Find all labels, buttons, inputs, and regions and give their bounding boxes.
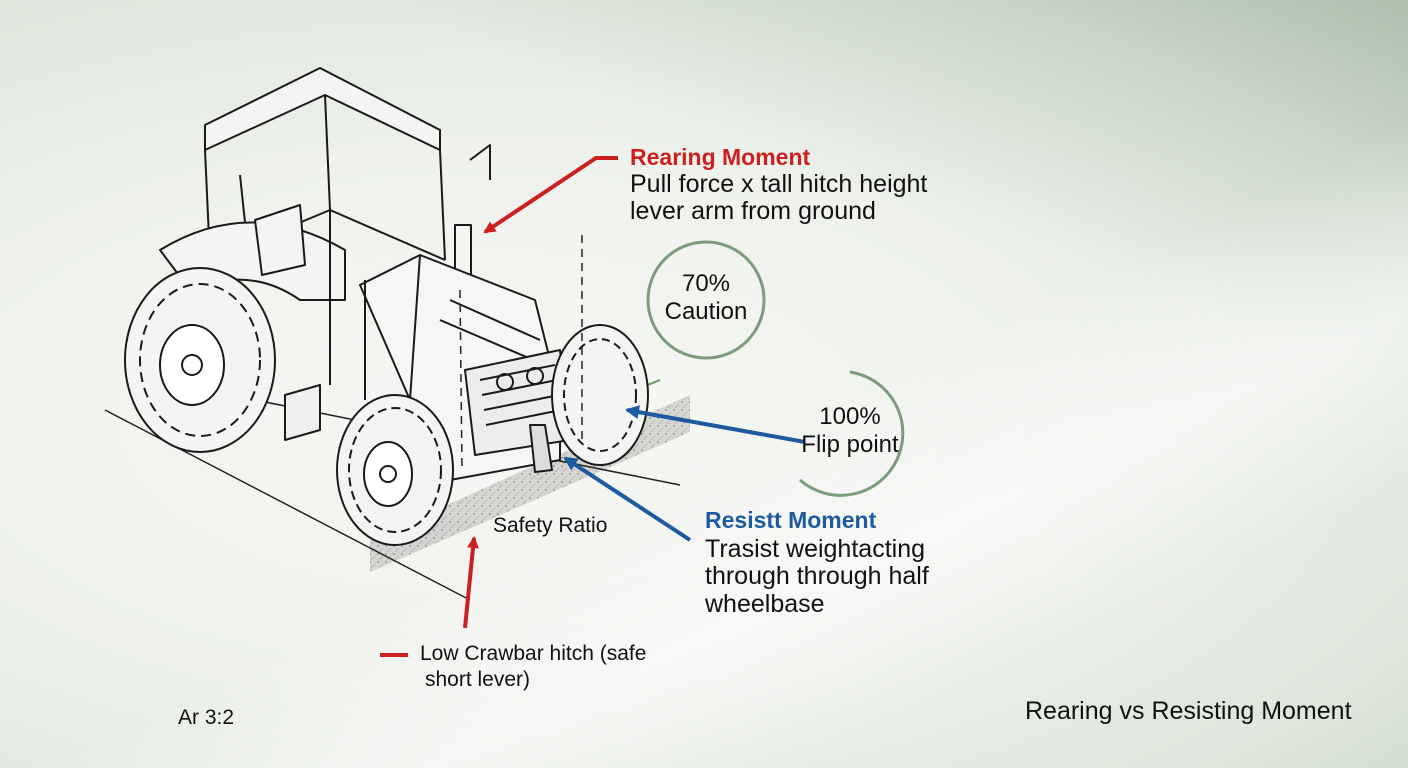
rearing-moment-line2: lever arm from ground bbox=[630, 197, 876, 225]
resist-moment-line3: wheelbase bbox=[705, 590, 825, 618]
caution-label: Caution bbox=[664, 298, 748, 325]
rearing-moment-arrow bbox=[483, 156, 618, 234]
diagram-title: Rearing vs Resisting Moment bbox=[1025, 697, 1352, 725]
rear-wheel bbox=[124, 267, 276, 453]
low-hitch-arrow bbox=[463, 536, 479, 629]
low-hitch-line2: short lever) bbox=[425, 668, 531, 691]
resist-moment-title: Resistt Moment bbox=[705, 507, 877, 533]
safety-ratio-label: Safety Ratio bbox=[493, 514, 608, 537]
rearing-moment-line1: Pull force x tall hitch height bbox=[630, 170, 928, 198]
rearing-moment-title: Rearing Moment bbox=[630, 144, 811, 170]
front-right-wheel bbox=[551, 324, 649, 466]
resist-moment-line1: Trasist weightacting bbox=[705, 535, 925, 563]
flip-point-gauge bbox=[799, 370, 905, 497]
caution-gauge bbox=[646, 240, 766, 360]
front-wheel bbox=[336, 394, 454, 546]
caution-value: 70% bbox=[681, 270, 731, 297]
caution-gauge-text: 70% Caution bbox=[648, 270, 764, 326]
flip-point-gauge-text: 100% Flip point bbox=[790, 403, 910, 459]
resist-moment-arrow bbox=[563, 456, 692, 542]
hitch-height-reference-line bbox=[459, 289, 463, 471]
resist-moment-line2: through through half bbox=[705, 562, 929, 590]
aspect-ratio-label: Ar 3:2 bbox=[178, 706, 235, 729]
flip-label: Flip point bbox=[801, 431, 899, 458]
flip-value: 100% bbox=[819, 403, 881, 430]
low-hitch-line1: Low Crawbar hitch (safe bbox=[420, 642, 647, 665]
flip-point-arrow bbox=[625, 405, 806, 444]
